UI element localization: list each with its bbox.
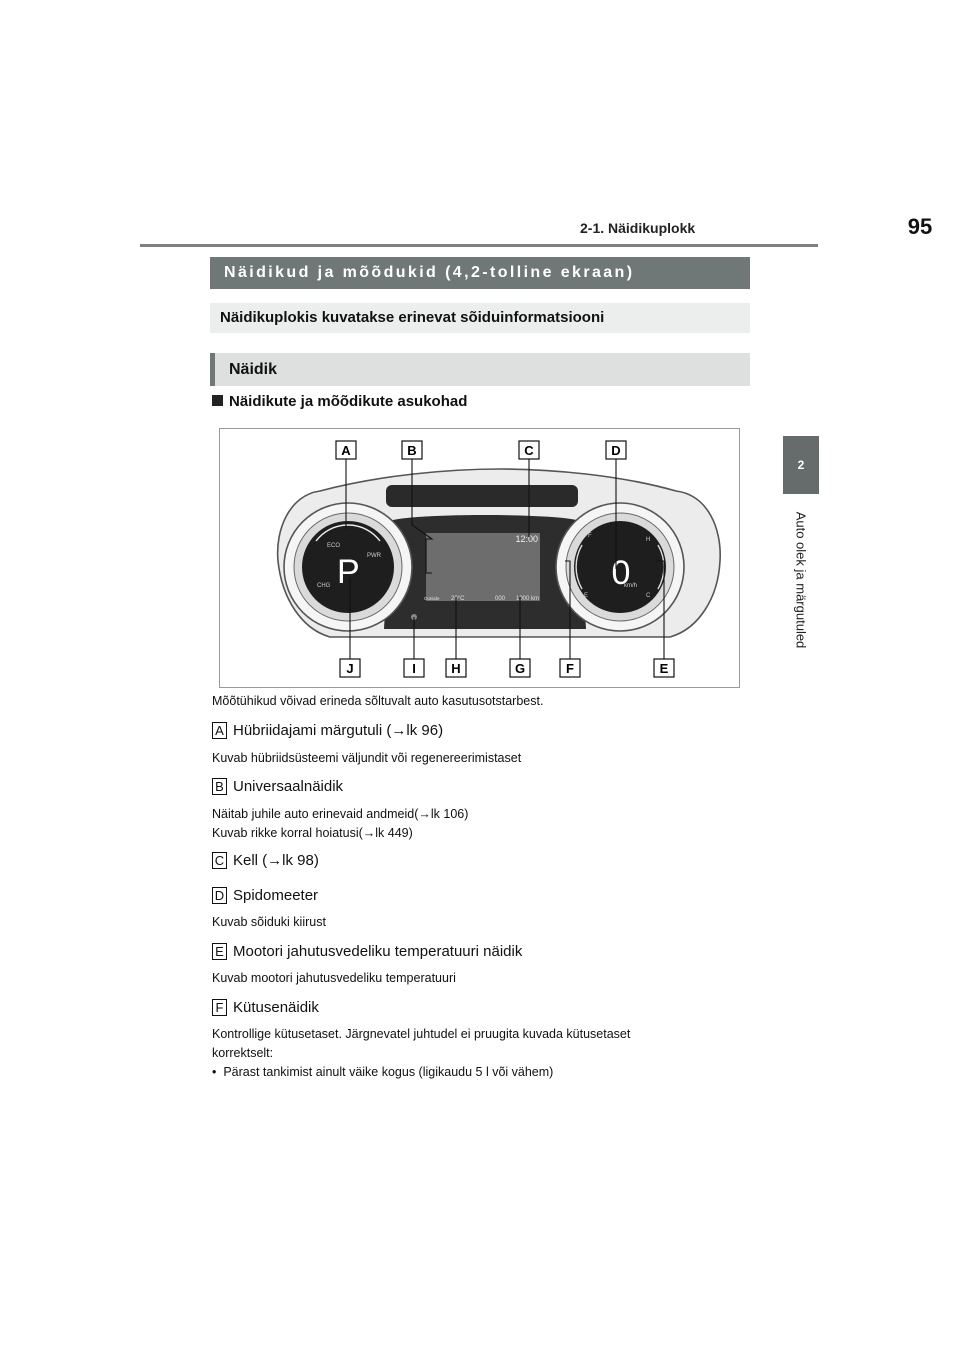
callout-box-i [403,658,425,678]
item-b-title: Universaalnäidik [233,778,344,795]
shift-position: P [337,553,360,591]
item-b-badge: B [212,778,227,795]
callout-box-h [445,658,467,678]
callout-lines [345,459,665,659]
item-f-title: Kütusenäidik [233,999,319,1016]
visor-bar [386,485,578,507]
callout-box-d [605,440,627,460]
callout-e: E [660,661,669,676]
section-header: 2-1. Näidikuplokk [580,220,696,236]
callout-g: G [515,661,525,676]
instrument-cluster-figure: ECO PWR CHG P 12:00 Outside 20°C 000 100… [219,428,740,688]
item-c: C Kell (→lk 98) [212,852,319,869]
subsection-heading: Näidikute ja mõõdikute asukohad [212,393,467,410]
temp-cold-label: C [646,593,651,599]
callout-f: F [566,661,574,676]
callout-labels-bottom: J I H G F E [339,658,675,678]
item-f-badge: F [212,999,227,1016]
callout-h: H [451,661,460,676]
trip-value: 000 [495,596,506,602]
square-bullet-icon [212,395,223,406]
item-c-title: Kell (→lk 98) [233,852,319,869]
fuel-gauge-arc [575,544,583,590]
page-subtitle: Näidikuplokis kuvatakse erinevat sõiduin… [210,303,750,333]
subsection-heading-text: Näidikute ja mõõdikute asukohad [229,393,468,410]
callout-j: J [346,661,353,676]
callout-box-f [559,658,581,678]
bullet-item: • Pärast tankimist ainult väike kogus (l… [212,1065,554,1079]
item-c-badge: C [212,852,227,869]
right-gauge-face [574,521,666,613]
temp-hot-label: H [646,537,650,543]
callout-box-c [518,440,540,460]
item-e-badge: E [212,943,227,960]
callout-b: B [407,443,416,458]
callout-a: A [341,443,351,458]
item-f-desc-1: Kontrollige kütusetaset. Järgnevatel juh… [212,1027,631,1041]
clock-text: 12:00 [515,534,538,544]
outside-label: Outside [424,596,440,601]
item-f: F Kütusenäidik [212,999,319,1016]
callout-box-g [509,658,531,678]
item-e-title: Mootori jahutusvedeliku temperatuuri näi… [233,943,523,960]
page-number: 95 [907,214,933,239]
eco-label: ECO [327,543,340,549]
callout-box-b [401,440,423,460]
chapter-tab-label: Auto olek ja märgutuled [793,511,809,649]
item-a-title: Hübriidajami märgutuli (→lk 96) [233,722,444,739]
header-rule [140,244,818,247]
item-d-title: Spidomeeter [233,887,319,904]
item-a: A Hübriidajami märgutuli (→lk 96) [212,722,443,739]
item-f-desc-2: korrektselt: [212,1046,274,1060]
item-e: E Mootori jahutusvedeliku temperatuuri n… [212,943,522,960]
odometer-value: 1000 km [516,596,539,602]
item-e-desc: Kuvab mootori jahutusvedeliku temperatuu… [212,971,456,985]
chg-label: CHG [317,583,331,589]
multi-info-display [426,533,540,601]
left-gauge-face [302,521,394,613]
cluster-illustration: ECO PWR CHG P 12:00 Outside 20°C 000 100… [276,440,721,678]
item-b: B Universaalnäidik [212,778,343,795]
callout-c: C [524,443,534,458]
callout-d: D [611,443,620,458]
item-a-desc: Kuvab hübriidsüsteemi väljundit või rege… [212,751,522,765]
item-b-desc-2: Kuvab rikke korral hoiatusi(→lk 449) [212,826,413,840]
fuel-empty-label: E [584,593,588,599]
callout-i: I [412,661,416,676]
power-arc [315,524,381,542]
chapter-number: 2 [797,458,805,472]
speed-unit: km/h [624,583,637,589]
chapter-tab[interactable]: 2 [783,436,819,494]
callout-box-j [339,658,361,678]
callout-box-a [335,440,357,460]
outside-temp: 20°C [451,596,465,602]
item-d-badge: D [212,887,227,904]
item-a-badge: A [212,722,227,739]
fuel-full-label: F [588,533,592,539]
figure-note: Mõõtühikud võivad erineda sõltuvalt auto… [212,694,544,708]
item-b-desc-1: Näitab juhile auto erinevaid andmeid(→lk… [212,807,469,821]
pwr-label: PWR [367,553,382,559]
bullet-item-text: Pärast tankimist ainult väike kogus (lig… [223,1065,554,1079]
page-title: Näidikud ja mõõdukid (4,2-tolline ekraan… [210,257,750,289]
item-d: D Spidomeeter [212,887,318,904]
callout-labels-top: A B C D [335,440,627,460]
item-d-desc: Kuvab sõiduki kiirust [212,915,326,929]
callout-box-e [653,658,675,678]
section-heading: Näidik [210,353,750,386]
